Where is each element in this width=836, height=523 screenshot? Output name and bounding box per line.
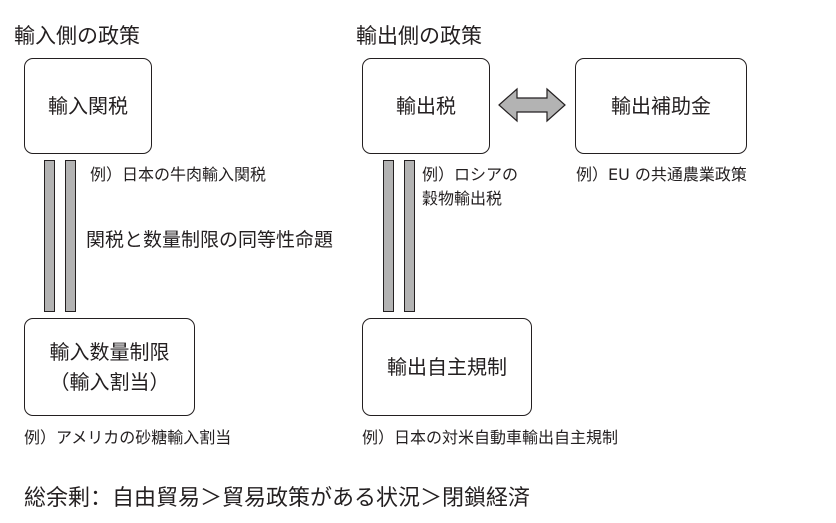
import-tariff-box: 輸入関税 [24, 58, 152, 154]
export-tax-example-line2: 穀物輸出税 [422, 189, 503, 208]
double-arrow-icon [498, 87, 566, 123]
export-subsidy-label: 輸出補助金 [611, 94, 711, 118]
export-tax-label: 輸出税 [396, 94, 456, 118]
export-subsidy-box: 輸出補助金 [575, 58, 747, 154]
equivalence-bar-right-2 [404, 160, 415, 312]
import-policy-heading: 輸入側の政策 [14, 24, 140, 48]
import-quota-label: 輸入数量制限 [49, 340, 170, 364]
export-tax-box: 輸出税 [362, 58, 490, 154]
import-quota-box: 輸入数量制限 （輸入割当） [24, 318, 195, 416]
equivalence-bar-left-1 [44, 160, 55, 312]
import-quota-example: 例）アメリカの砂糖輸入割当 [24, 428, 232, 447]
equivalence-bar-right-1 [383, 160, 394, 312]
voluntary-export-restraint-example: 例）日本の対米自動車輸出自主規制 [362, 428, 619, 447]
equivalence-bar-left-2 [65, 160, 76, 312]
export-subsidy-example: 例）EU の共通農業政策 [576, 165, 747, 184]
export-tax-example: 例）ロシアの 穀物輸出税 [422, 163, 518, 211]
import-quota-sublabel: （輸入割当） [49, 370, 170, 394]
total-surplus-statement: 総余剰：自由貿易＞貿易政策がある状況＞閉鎖経済 [24, 486, 531, 511]
import-tariff-label: 輸入関税 [48, 94, 128, 118]
voluntary-export-restraint-label: 輸出自主規制 [387, 355, 507, 379]
export-policy-heading: 輸出側の政策 [356, 24, 482, 48]
import-tariff-example: 例）日本の牛肉輸入関税 [90, 165, 267, 184]
voluntary-export-restraint-box: 輸出自主規制 [362, 318, 532, 416]
equivalence-proposition-label: 関税と数量制限の同等性命題 [86, 229, 334, 251]
export-tax-example-line1: 例）ロシアの [422, 165, 519, 184]
